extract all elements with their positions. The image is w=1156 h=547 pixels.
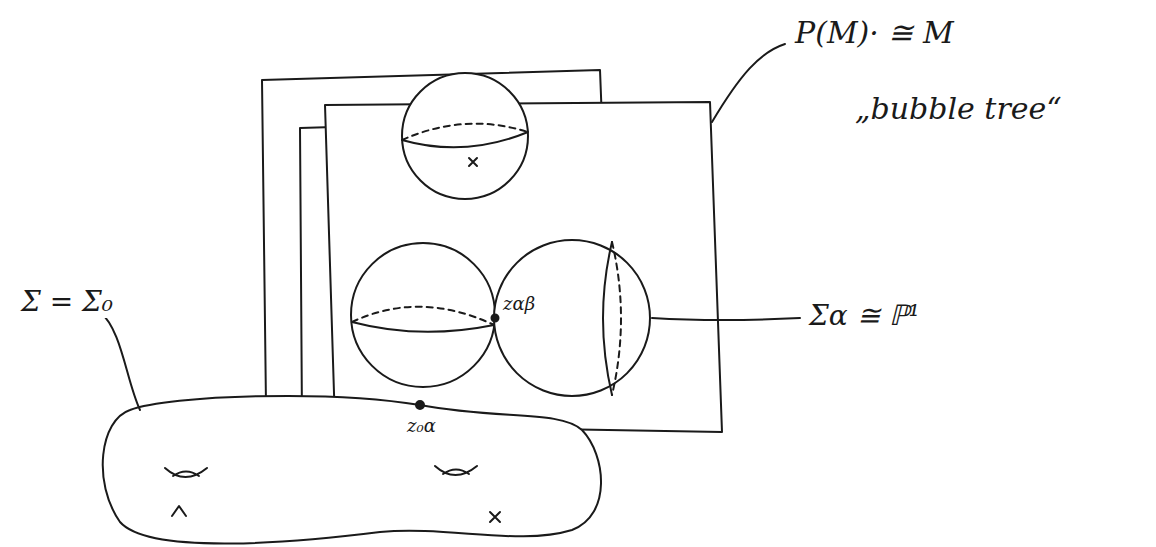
sphere-equator	[612, 242, 621, 395]
riemann-surface	[103, 396, 601, 544]
bubble-sphere	[494, 240, 650, 396]
math-label: z₀α	[404, 416, 439, 437]
leader-line	[100, 312, 140, 410]
marked-point	[490, 512, 500, 522]
surface-handle	[435, 466, 477, 475]
marked-point	[469, 158, 477, 166]
node-point	[416, 401, 424, 409]
leader-line	[652, 318, 800, 320]
surface-handle	[165, 468, 207, 477]
node-point	[492, 315, 499, 322]
sphere-equator	[352, 307, 494, 325]
math-label: Σ = Σ₀	[18, 286, 116, 318]
math-label: zαβ	[500, 294, 538, 315]
sphere-equator	[603, 242, 612, 395]
leader-line	[712, 44, 785, 122]
marked-point	[172, 506, 186, 516]
math-label: „bubble tree“	[852, 92, 1065, 127]
math-label: Σα ≅ ℙ¹	[806, 300, 923, 332]
sphere-equator	[402, 124, 528, 140]
sphere-equator	[352, 322, 494, 332]
bubble-sphere	[402, 73, 528, 199]
sphere-equator	[402, 132, 528, 147]
bubble-sphere	[351, 243, 495, 387]
math-label: P(M)· ≅ M	[792, 16, 957, 51]
